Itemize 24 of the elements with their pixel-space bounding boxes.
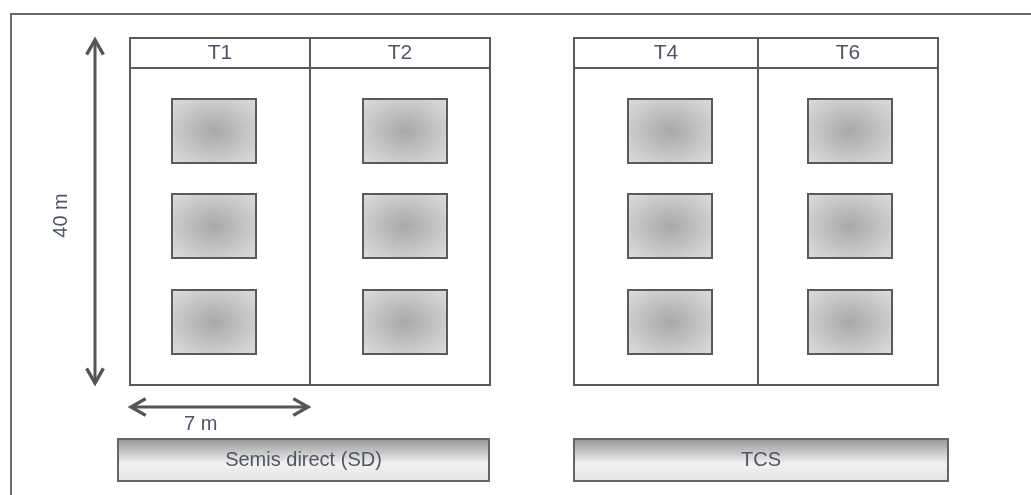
subplot-square: [362, 193, 448, 259]
treatment-band: TCS: [573, 438, 949, 482]
plot-label: T4: [652, 39, 680, 65]
plot-label: T2: [386, 39, 414, 65]
plot-label: T6: [834, 39, 862, 65]
subplot-square: [807, 98, 893, 164]
plot-column: [757, 37, 939, 386]
subplot-square: [171, 98, 257, 164]
plot-column: [129, 37, 311, 386]
subplot-square: [627, 98, 713, 164]
subplot-square: [807, 193, 893, 259]
dimension-label: 40 m: [48, 193, 72, 238]
subplot-square: [171, 193, 257, 259]
subplot-square: [362, 289, 448, 355]
subplot-square: [627, 193, 713, 259]
subplot-square: [171, 289, 257, 355]
plot-column: [573, 37, 759, 386]
subplot-square: [362, 98, 448, 164]
subplot-square: [627, 289, 713, 355]
treatment-band: Semis direct (SD): [117, 438, 490, 482]
subplot-square: [807, 289, 893, 355]
plot-column: [309, 37, 491, 386]
plot-label: T1: [206, 39, 234, 65]
dimension-label: 7 m: [184, 412, 218, 435]
